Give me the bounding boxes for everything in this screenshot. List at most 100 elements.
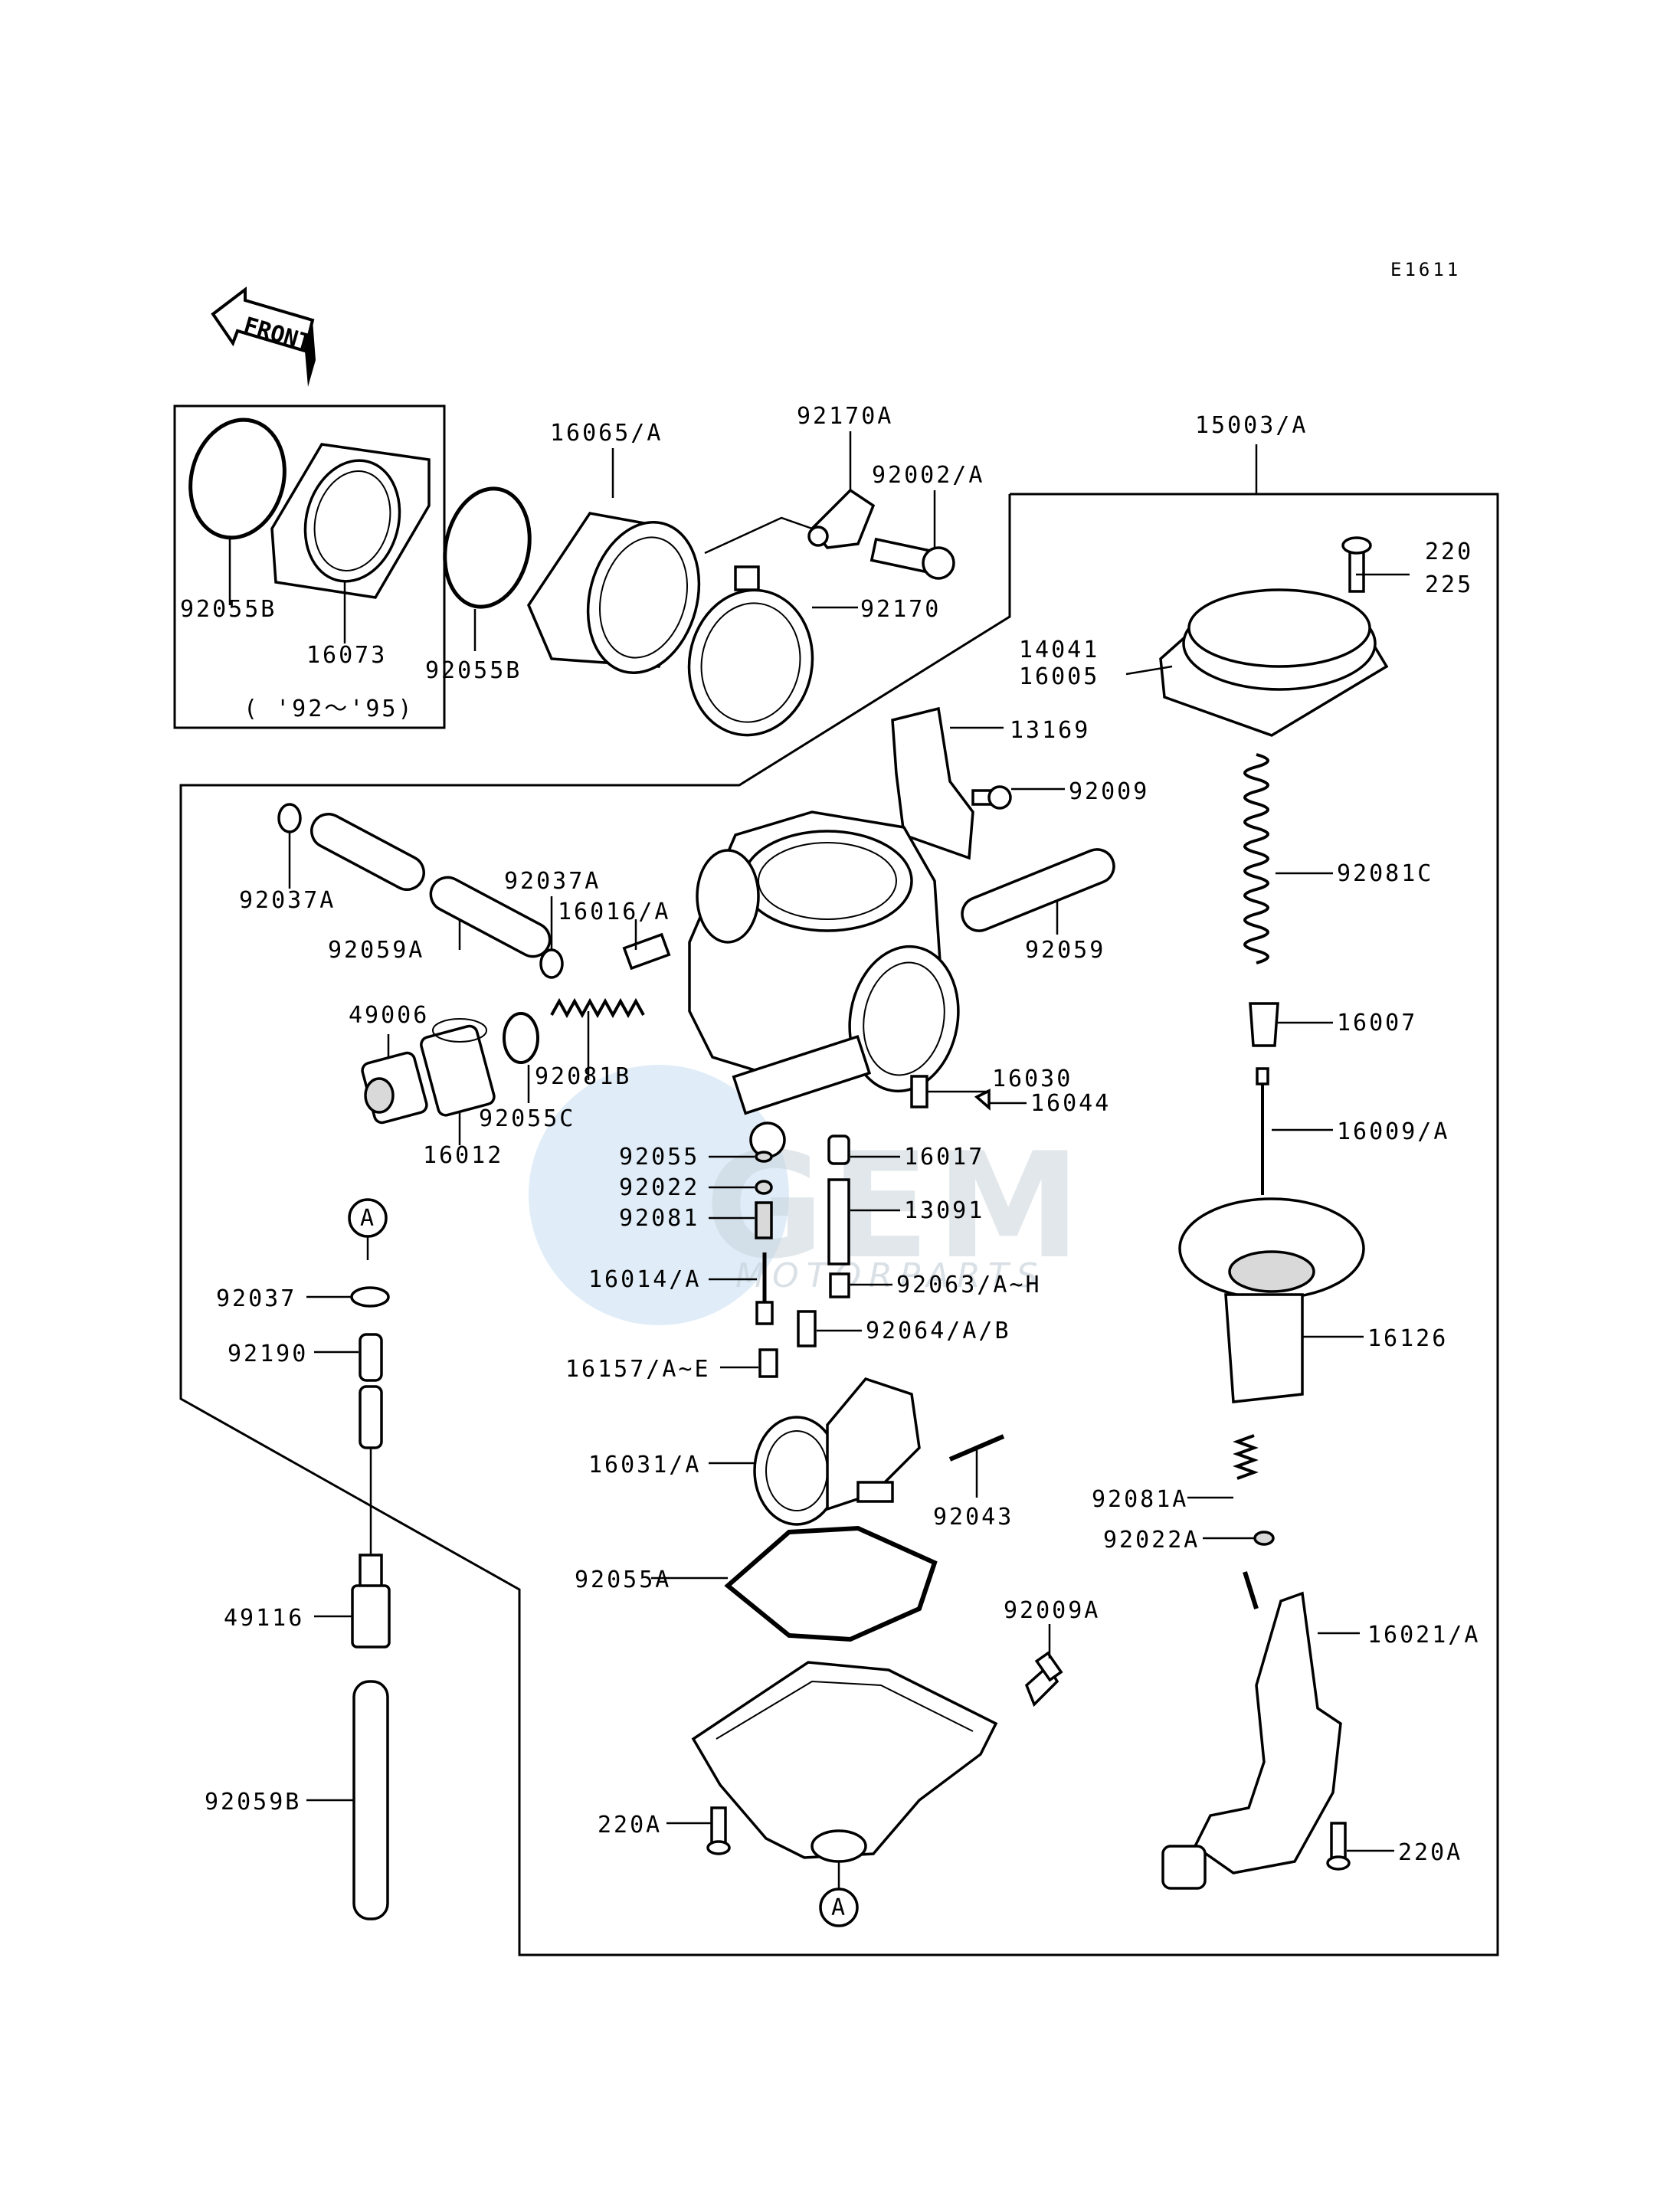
bracket-13169-icon bbox=[891, 706, 974, 860]
callout-A-top: A bbox=[348, 1198, 388, 1238]
float-chamber-icon bbox=[691, 1661, 998, 1863]
label-92190: 92190 bbox=[228, 1341, 308, 1367]
label-92055B-left: 92055B bbox=[180, 596, 277, 623]
tube-92190-icon bbox=[359, 1333, 383, 1382]
jet-92064-icon bbox=[797, 1310, 817, 1347]
label-49006: 49006 bbox=[349, 1002, 429, 1029]
carburetor-body-icon bbox=[688, 810, 960, 1158]
label-92022: 92022 bbox=[619, 1174, 699, 1201]
label-16007: 16007 bbox=[1337, 1010, 1417, 1036]
clip-92037A-mid-icon bbox=[539, 948, 564, 979]
screw-16014A-icon bbox=[755, 1252, 774, 1325]
label-92170: 92170 bbox=[860, 596, 941, 623]
watermark-sub: MOTORPARTS bbox=[735, 1256, 1046, 1295]
label-92059: 92059 bbox=[1025, 937, 1105, 964]
screw-220A-left-icon bbox=[706, 1806, 731, 1855]
label-92022A: 92022A bbox=[1103, 1527, 1200, 1554]
watermark-globe-icon bbox=[529, 1065, 789, 1325]
label-14041: 14041 bbox=[1019, 637, 1099, 663]
oring-92055B-left-icon bbox=[188, 417, 287, 540]
label-16012: 16012 bbox=[423, 1142, 503, 1169]
label-92055B-mid: 92055B bbox=[425, 657, 522, 684]
label-16030: 16030 bbox=[992, 1066, 1073, 1092]
label-16021A: 16021/A bbox=[1367, 1622, 1480, 1649]
label-16005: 16005 bbox=[1019, 663, 1099, 690]
label-92043: 92043 bbox=[933, 1504, 1014, 1531]
jet-16017-icon bbox=[827, 1135, 850, 1165]
label-92081A: 92081A bbox=[1092, 1486, 1188, 1513]
leader-lines bbox=[228, 431, 1410, 1852]
label-92055A: 92055A bbox=[575, 1567, 671, 1593]
label-16031A: 16031/A bbox=[588, 1452, 701, 1478]
clip-92037-icon bbox=[350, 1286, 390, 1308]
label-16073: 16073 bbox=[306, 642, 387, 669]
label-16126: 16126 bbox=[1367, 1325, 1448, 1352]
tube-92059B-icon bbox=[352, 1680, 389, 1920]
callout-A-bottom-text: A bbox=[831, 1894, 847, 1921]
label-92009A: 92009A bbox=[1004, 1597, 1100, 1624]
label-92170A: 92170A bbox=[797, 403, 893, 430]
jet-13091-icon bbox=[827, 1178, 850, 1265]
oring-92055-icon bbox=[755, 1151, 773, 1163]
top-cover-14041-icon bbox=[1159, 588, 1389, 737]
washer-92022-icon bbox=[755, 1180, 773, 1195]
callout-A-top-text: A bbox=[360, 1205, 376, 1232]
clamp-92170-icon bbox=[687, 565, 814, 737]
label-92037A-mid: 92037A bbox=[504, 868, 601, 895]
label-16017: 16017 bbox=[904, 1144, 984, 1171]
needle-16009A-icon bbox=[1256, 1067, 1269, 1195]
diaphragm-16126-icon bbox=[1178, 1197, 1365, 1403]
label-92009: 92009 bbox=[1069, 778, 1149, 805]
label-92055C: 92055C bbox=[479, 1105, 575, 1132]
label-92063: 92063/A~H bbox=[896, 1272, 1042, 1298]
bracket-92170A-icon bbox=[807, 488, 876, 549]
label-49116: 49116 bbox=[224, 1605, 304, 1632]
tube-92059-icon bbox=[961, 848, 1115, 932]
plunger-16016A-icon bbox=[622, 932, 671, 971]
label-13169: 13169 bbox=[1010, 717, 1090, 744]
label-92059B: 92059B bbox=[205, 1789, 301, 1816]
spring-92081B-icon bbox=[550, 997, 645, 1019]
screw-92009A-icon bbox=[1024, 1651, 1063, 1708]
jet-16157-icon bbox=[758, 1348, 778, 1378]
gasket-92055A-icon bbox=[724, 1525, 938, 1642]
bolt-92002A-icon bbox=[869, 537, 955, 580]
jet-92063-icon bbox=[829, 1272, 850, 1298]
clip-92037A-left-icon bbox=[277, 803, 302, 833]
holder-16065A-icon bbox=[527, 512, 701, 675]
fitting-49116-icon bbox=[351, 1554, 391, 1649]
oring-92055C-icon bbox=[503, 1012, 539, 1064]
year-note: ( '92～'95) bbox=[244, 696, 414, 722]
jet-16030-icon bbox=[910, 1075, 928, 1108]
label-225: 225 bbox=[1425, 571, 1473, 598]
callout-A-bottom: A bbox=[819, 1861, 859, 1927]
tube-92059A-icon bbox=[310, 813, 552, 958]
label-92037: 92037 bbox=[216, 1285, 296, 1312]
spring-92081-icon bbox=[755, 1201, 773, 1239]
label-92055: 92055 bbox=[619, 1144, 699, 1171]
label-16157: 16157/A~E bbox=[565, 1356, 711, 1383]
label-16044: 16044 bbox=[1030, 1090, 1111, 1117]
front-arrow-icon: FRONT bbox=[211, 286, 316, 387]
cap-49006-icon bbox=[361, 1051, 428, 1125]
label-16009A: 16009/A bbox=[1337, 1118, 1449, 1145]
label-92059A: 92059A bbox=[328, 937, 424, 964]
assembly-outline bbox=[179, 493, 1499, 1956]
label-16065A: 16065/A bbox=[550, 420, 663, 447]
gasket-16073-icon bbox=[270, 443, 431, 599]
screw-220A-right-icon bbox=[1326, 1822, 1351, 1871]
holder-16007-icon bbox=[1249, 1002, 1279, 1047]
oring-92055B-mid-icon bbox=[443, 486, 532, 609]
label-92064: 92064/A/B bbox=[866, 1318, 1011, 1344]
label-92081B: 92081B bbox=[535, 1063, 631, 1090]
label-92037A-left: 92037A bbox=[239, 887, 336, 914]
part-labels: 16065/A 92170A 15003/A 92002/A 220 225 9… bbox=[180, 403, 1480, 1866]
label-13091: 13091 bbox=[904, 1197, 984, 1224]
label-16014A: 16014/A bbox=[588, 1266, 701, 1293]
cap-16044-icon bbox=[974, 1089, 991, 1111]
label-220A-left: 220A bbox=[598, 1812, 662, 1838]
pump-16031A-icon bbox=[753, 1377, 921, 1526]
label-220: 220 bbox=[1425, 539, 1473, 565]
label-92081: 92081 bbox=[619, 1205, 699, 1232]
label-92081C: 92081C bbox=[1337, 860, 1433, 887]
